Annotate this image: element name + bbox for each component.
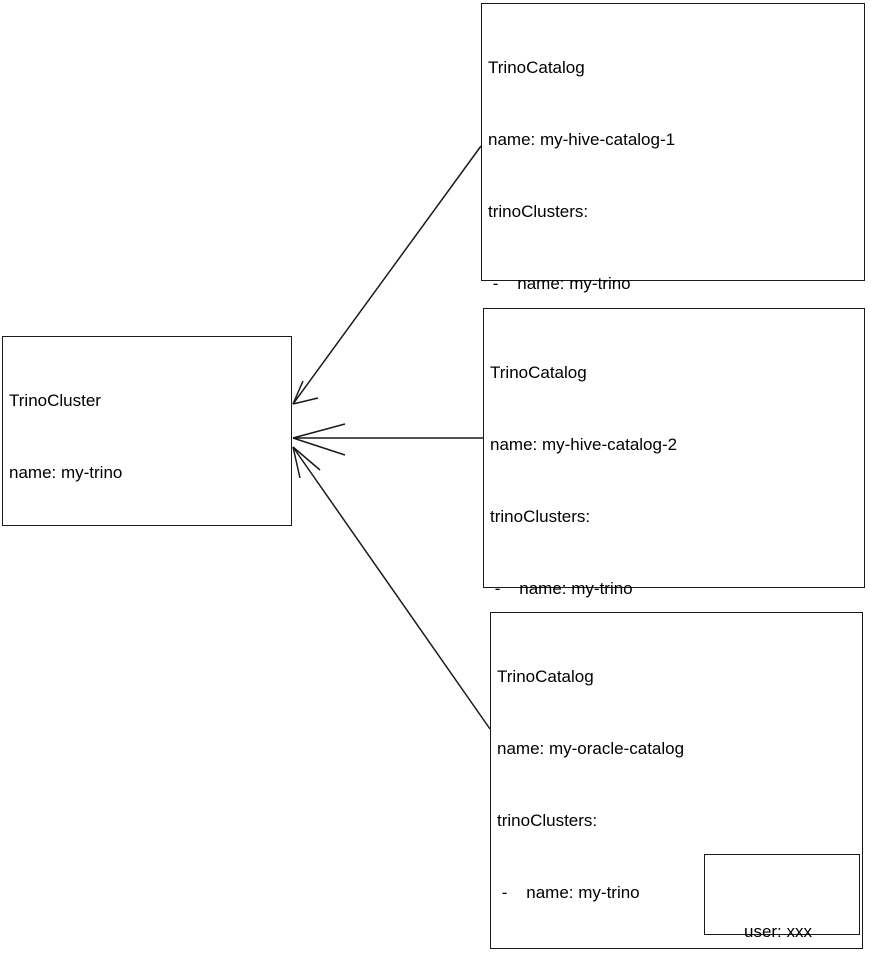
node-trino-cluster[interactable]: TrinoCluster name: my-trino bbox=[2, 336, 292, 526]
node-oracle-credentials-secret-text: user: xxx password: xxx bbox=[705, 867, 851, 954]
edge-hive-catalog-2-to-cluster bbox=[292, 423, 483, 456]
node-line: trinoClusters: bbox=[490, 507, 591, 526]
node-line: name: my-hive-catalog-1 bbox=[488, 130, 676, 149]
node-line: trinoClusters: bbox=[497, 811, 598, 830]
node-line: - name: my-trino bbox=[488, 274, 631, 293]
node-line: TrinoCatalog bbox=[497, 667, 594, 686]
node-line: trinoClusters: bbox=[488, 202, 589, 221]
node-line: TrinoCatalog bbox=[490, 363, 587, 382]
node-trino-cluster-text: TrinoCluster name: my-trino bbox=[9, 341, 287, 533]
node-line: name: my-trino bbox=[9, 463, 123, 482]
node-line: TrinoCluster bbox=[9, 391, 101, 410]
node-line: name: my-hive-catalog-2 bbox=[490, 435, 678, 454]
node-line: name: my-oracle-catalog bbox=[497, 739, 685, 758]
node-catalog-hive-1[interactable]: TrinoCatalog name: my-hive-catalog-1 tri… bbox=[481, 3, 865, 653]
node-oracle-credentials-secret[interactable]: user: xxx password: xxx bbox=[704, 854, 860, 941]
node-catalog-oracle-text: TrinoCatalog name: my-oracle-catalog tri… bbox=[497, 617, 858, 954]
edge-oracle-catalog-to-cluster bbox=[292, 446, 491, 730]
node-line: - name: my-trino bbox=[497, 883, 640, 902]
node-line: TrinoCatalog bbox=[488, 58, 585, 77]
edge-hive-catalog-1-to-cluster bbox=[292, 145, 482, 405]
node-catalog-oracle[interactable]: TrinoCatalog name: my-oracle-catalog tri… bbox=[490, 612, 863, 949]
node-line: user: xxx bbox=[743, 922, 813, 941]
node-line: - name: my-trino bbox=[490, 579, 633, 598]
node-catalog-hive-2[interactable]: TrinoCatalog name: my-hive-catalog-2 tri… bbox=[483, 308, 865, 886]
